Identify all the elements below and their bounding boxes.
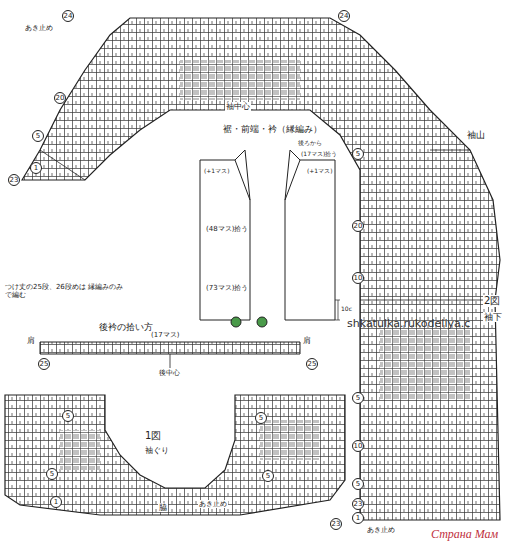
row-number: 25: [38, 358, 50, 370]
row-number: 5: [46, 468, 58, 480]
chart-label: 後中心: [158, 369, 181, 377]
chart-title: 裾・前端・衿（縁編み）: [222, 124, 323, 134]
chart-label: 2図: [483, 295, 501, 307]
row-number: 5: [352, 392, 364, 404]
chart-label: 袖中心: [225, 102, 251, 111]
row-number: 24: [338, 10, 350, 22]
chart-label: あき止め: [366, 526, 396, 534]
chart-label: 袖山: [466, 130, 486, 140]
chart-label: 10c: [340, 306, 353, 313]
row-number: 10: [352, 272, 364, 284]
row-number: 24: [62, 10, 74, 22]
row-number: 20: [352, 220, 364, 232]
watermark: shkatulka.rukodeliya.c: [346, 318, 471, 331]
chart-label: 袖下: [483, 312, 503, 322]
row-number: 1: [352, 512, 364, 524]
chart-label: 後ろから: [297, 140, 323, 147]
row-number: 23: [330, 518, 342, 530]
chart-label: (73マス)拾う: [205, 284, 249, 292]
chart-label: 後衿の拾い方: [98, 322, 154, 332]
row-number: 5: [352, 478, 364, 490]
chart-label: (48マス)拾う: [205, 225, 249, 233]
row-number: 5: [62, 410, 74, 422]
chart-label: あき止め: [24, 24, 54, 32]
row-number: 23: [352, 498, 364, 510]
row-number: 10: [352, 440, 364, 452]
chart-label: (+1マス): [306, 168, 334, 175]
chart-label: 袖ぐり: [144, 446, 170, 455]
chart-label: 肩: [26, 336, 36, 345]
watermark: Страна Мам: [430, 528, 499, 542]
row-number: 5: [32, 130, 44, 142]
chart-label: (17マス): [150, 331, 180, 339]
chart-label: 肩: [302, 336, 312, 345]
chart-label: あき止め: [198, 500, 228, 508]
row-number: 1: [30, 162, 42, 174]
row-number: 5: [262, 470, 274, 482]
row-number: 5: [352, 148, 364, 160]
row-number: 1: [50, 496, 62, 508]
row-number: 20: [54, 92, 66, 104]
chart-label: 1図: [144, 430, 162, 442]
row-number: 23: [8, 174, 20, 186]
chart-label: 脇: [158, 503, 168, 512]
chart-label: (+1マス): [203, 168, 231, 175]
chart-label: (17マス)拾う: [300, 151, 338, 158]
row-number: 5: [255, 412, 267, 424]
note-text: つけ丈の25段、26段めは 縁編みのみで編む: [4, 283, 126, 299]
row-number: 25: [306, 358, 318, 370]
